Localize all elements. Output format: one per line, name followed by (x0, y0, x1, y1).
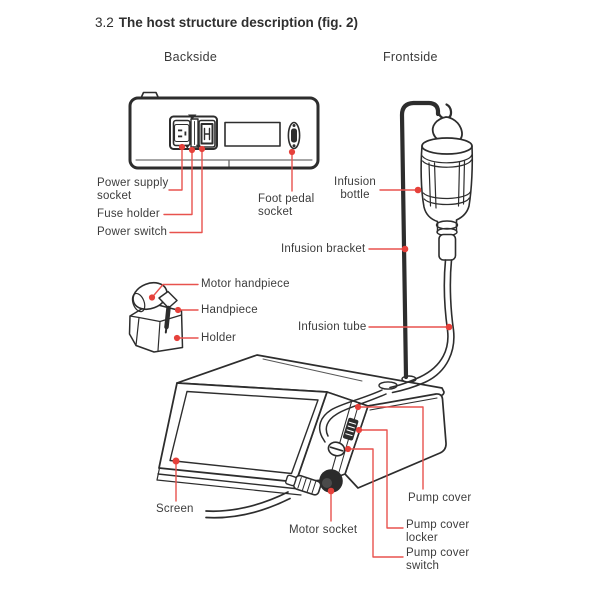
leader-pump-cover-switch (347, 448, 404, 558)
infusion-bottle-drawing (420, 137, 474, 261)
handpiece-part (158, 290, 178, 334)
label-line: Screen (156, 503, 194, 515)
label-line: switch (406, 560, 440, 572)
label-line: Fuse holder (97, 208, 160, 220)
label-line: Motor socket (289, 524, 358, 536)
console-drawing (156, 354, 447, 519)
label-line: Pump cover (406, 547, 470, 559)
top-tab (140, 91, 160, 99)
label-infusion-tube: Infusion tube (298, 321, 366, 334)
label-line: locker (406, 532, 438, 544)
console-right-face (344, 393, 447, 489)
label-line: Pump cover (408, 492, 472, 504)
bracket-hook (436, 103, 453, 120)
label-screen: Screen (156, 503, 194, 516)
holder-part (128, 303, 184, 353)
foot-pedal-connector (287, 121, 301, 150)
label-holder: Holder (201, 332, 236, 345)
section-heading: The host structure description (fig. 2) (118, 15, 359, 30)
backside-device-drawing (128, 91, 320, 170)
label-handpiece: Handpiece (201, 304, 258, 317)
label-power-switch: Power switch (97, 226, 167, 239)
screen-panel (158, 382, 328, 483)
frontside-header: Frontside (383, 50, 438, 64)
leader-lines (151, 146, 450, 558)
label-motor-socket: Motor socket (289, 524, 357, 537)
label-line: Infusion tube (298, 321, 367, 333)
label-line: Holder (201, 332, 237, 344)
motor-cable (205, 474, 322, 519)
backside-body (128, 96, 320, 170)
infusion-bracket-rod (399, 100, 441, 380)
label-pump-cover-switch: Pump cover switch (406, 547, 469, 573)
tube-hole (378, 381, 398, 390)
label-line: Infusion (334, 176, 376, 188)
label-foot-pedal-socket: Foot pedal socket (258, 193, 314, 219)
leader-motor-handpiece (151, 283, 199, 299)
vent-slot (224, 121, 281, 147)
motor-socket-connector (319, 469, 343, 493)
label-line: Power switch (97, 226, 168, 238)
label-infusion-bottle: Infusion bottle (330, 176, 380, 202)
pump-locker-slider (343, 417, 359, 441)
power-switch-part (198, 119, 216, 148)
label-line: Infusion bracket (281, 243, 366, 255)
handpiece-holder-drawing (128, 281, 184, 353)
leader-dots (148, 143, 453, 495)
infusion-set-drawing (389, 100, 474, 394)
leader-power-supply-socket (168, 146, 183, 191)
label-infusion-bracket: Infusion bracket (281, 243, 365, 256)
section-title: 3.2 The host structure description (fig. … (95, 15, 358, 30)
label-line: socket (258, 206, 293, 218)
label-line: Foot pedal (258, 193, 315, 205)
infusion-tube-line (389, 259, 455, 394)
label-line: socket (97, 190, 132, 202)
tube-guide (319, 389, 383, 443)
section-number: 3.2 (95, 15, 114, 30)
drip-chamber (438, 233, 457, 261)
label-line: bottle (340, 189, 370, 201)
screen-display (169, 390, 319, 475)
leader-fuse-holder (163, 149, 193, 216)
label-motor-handpiece: Motor handpiece (201, 278, 290, 291)
backside-header: Backside (164, 50, 218, 64)
label-pump-cover: Pump cover (408, 492, 471, 505)
label-power-supply-socket: Power supply socket (97, 177, 168, 203)
label-pump-cover-locker: Pump cover locker (406, 519, 469, 545)
pump-switch-knob (327, 441, 346, 457)
label-line: Power supply (97, 177, 169, 189)
leader-pump-cover (357, 406, 424, 490)
leader-power-switch (169, 148, 203, 234)
label-line: Motor handpiece (201, 278, 290, 290)
label-fuse-holder: Fuse holder (97, 208, 160, 221)
label-line: Pump cover (406, 519, 470, 531)
label-line: Handpiece (201, 304, 258, 316)
leader-pump-cover-locker (358, 429, 404, 529)
fuse-holder-part (188, 114, 199, 148)
